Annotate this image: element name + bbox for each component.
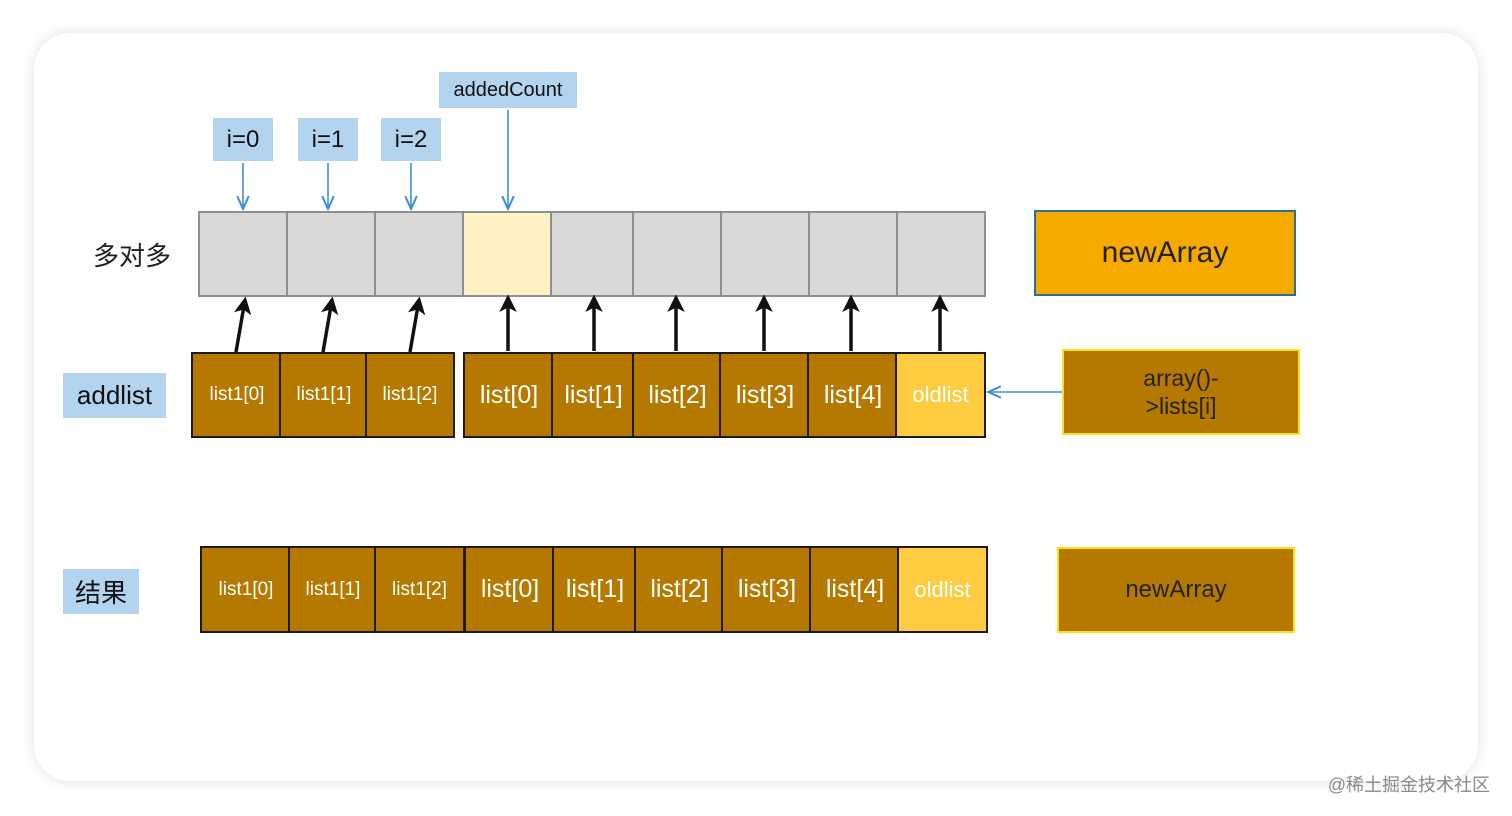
copy-arrow (320, 296, 339, 353)
addlist-cell: list[2] (632, 352, 723, 438)
array-cell-1 (286, 211, 378, 297)
array-cell-5 (632, 211, 724, 297)
copy-arrow (233, 296, 252, 353)
result-cell: list[3] (721, 546, 813, 633)
array-cell-0 (198, 211, 290, 297)
array-cell-4 (550, 211, 636, 297)
added-count-tag: addedCount (439, 72, 577, 108)
index-tag-i0: i=0 (213, 118, 273, 161)
copy-arrow (407, 296, 426, 353)
lists-source-box: array()- >lists[i] (1062, 349, 1300, 435)
addlist-cell: list1[0] (191, 352, 283, 438)
result-cell: list1[0] (200, 546, 292, 633)
index-tag-i1: i=1 (298, 118, 358, 161)
addlist-cell-oldlist: oldlist (895, 352, 986, 438)
addlist-cell: list[4] (807, 352, 899, 438)
new-array-box: newArray (1034, 210, 1296, 296)
row-label-addlist: addlist (63, 373, 166, 418)
array-cell-2 (374, 211, 466, 297)
new-array-result-box: newArray (1057, 547, 1295, 633)
result-cell-oldlist: oldlist (897, 546, 988, 633)
result-cell: list[1] (552, 546, 638, 633)
result-cell: list1[2] (374, 546, 465, 633)
addlist-cell: list1[1] (279, 352, 369, 438)
index-tag-i2: i=2 (381, 118, 441, 161)
addlist-cell: list1[2] (365, 352, 455, 438)
watermark: @稀土掘金技术社区 (1327, 775, 1490, 795)
lists-source-line1: array()- (1143, 365, 1219, 391)
addlist-cell: list[0] (463, 352, 555, 438)
result-cell: list1[1] (288, 546, 378, 633)
row-label-result: 结果 (63, 569, 139, 614)
row-label-many-to-many: 多对多 (92, 240, 171, 271)
lists-source-line2: >lists[i] (1145, 393, 1217, 419)
result-cell: list[4] (809, 546, 901, 633)
